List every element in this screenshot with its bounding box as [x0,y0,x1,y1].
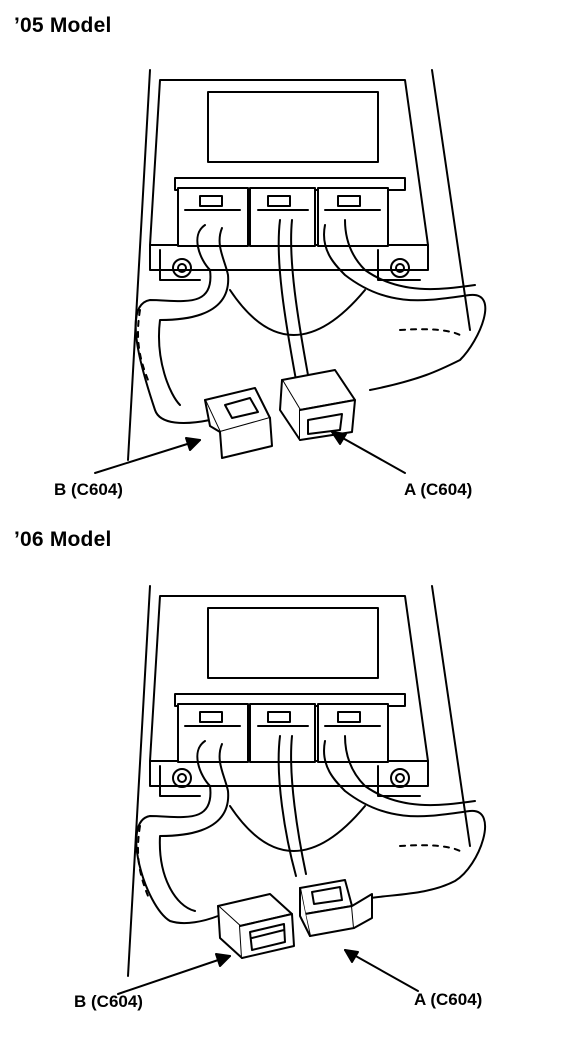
connector-a [280,370,355,440]
connector-b [218,894,294,958]
connector-b [205,388,272,458]
harness-b [136,741,228,923]
mounting-bolts [160,250,420,280]
unit-sockets [178,704,388,762]
leader-arrow-a [345,950,418,991]
leader-arrow-a [332,432,405,473]
callout-b-05: B (C604) [54,480,123,499]
floor-recess [230,290,365,335]
center-cable [279,736,296,876]
unit-sockets [178,188,388,246]
center-cable [279,220,296,380]
callout-a-06: A (C604) [414,990,483,1009]
leader-arrow-b [118,954,230,994]
console-rail-right [432,70,470,330]
connector-a [300,880,372,936]
console-rail-left [128,586,150,976]
mounting-bolts [160,766,420,796]
connector-diagram-06 [0,576,576,996]
console-rail-left [128,70,150,460]
harness-a [324,220,485,390]
heading-05-model: ’05 Model [14,14,112,37]
floor-recess [230,806,365,851]
heading-06-model: ’06 Model [14,528,112,551]
console-rail-right [432,586,470,846]
callout-b-06: B (C604) [74,992,143,1011]
leader-arrow-b [95,438,200,473]
harness-b [136,225,228,423]
connector-diagram-05 [0,60,576,480]
callout-a-05: A (C604) [404,480,473,499]
harness-a [324,736,485,898]
